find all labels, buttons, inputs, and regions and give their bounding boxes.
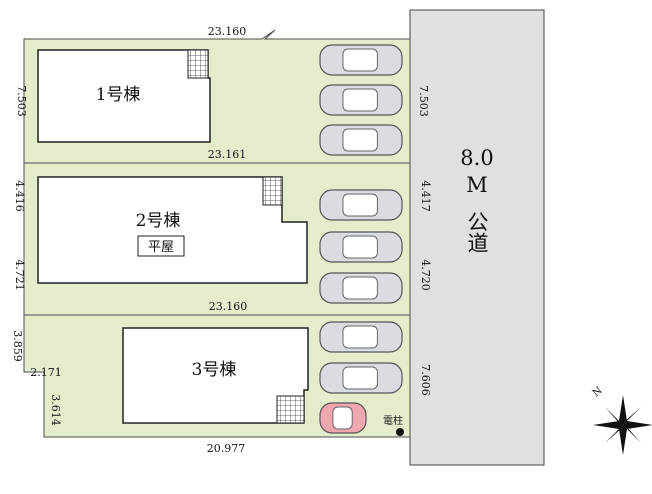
building-1-entrance [187,49,209,79]
car [319,272,403,304]
car-red [319,402,367,434]
road [409,9,545,466]
utility-pole [396,428,404,436]
dim-lot3-left-lower: 3.614 [49,394,62,426]
building-2-label: 2号棟 [136,211,181,231]
car [319,189,403,221]
car [319,362,403,394]
building-3 [122,327,309,424]
dim-lot2-right-lower: 4.720 [419,259,432,291]
building-3-entrance [276,395,305,424]
compass [593,395,652,455]
compass-north-label: N [591,385,605,399]
dim-lot1-top: 23.160 [208,25,247,38]
parking-spaces [319,44,403,434]
dim-lot2-bottom: 23.160 [209,300,248,313]
road-name: 公道 [465,211,489,253]
car [319,44,403,76]
dim-lot1-left: 7.503 [15,85,28,117]
building-3-label: 3号棟 [192,360,237,380]
dim-lot1-right: 7.503 [417,85,430,117]
building-2-entrance [262,176,283,206]
dim-lot3-bottom: 20.977 [207,442,246,455]
dim-lot3-left-upper: 3.859 [11,330,24,362]
dim-lot2-left-upper: 4.416 [13,180,26,212]
road-width: 8.0 [460,146,493,170]
car [319,321,403,353]
car [319,124,403,156]
car [319,84,403,116]
building-2-badge-box [137,235,185,257]
building-1-label: 1号棟 [96,85,141,105]
dim-lot3-step: 2.171 [30,366,62,379]
dim-lot1-bottom: 23.161 [208,148,247,161]
building-2-badge: 平屋 [148,240,174,255]
dim-lot2-left-lower: 4.721 [13,259,26,291]
car [319,231,403,263]
utility-pole-label: 電柱 [383,414,403,427]
road-unit: M [466,173,488,197]
dim-lot3-right: 7.606 [419,364,432,396]
dim-lot2-right-upper: 4.417 [419,180,432,212]
